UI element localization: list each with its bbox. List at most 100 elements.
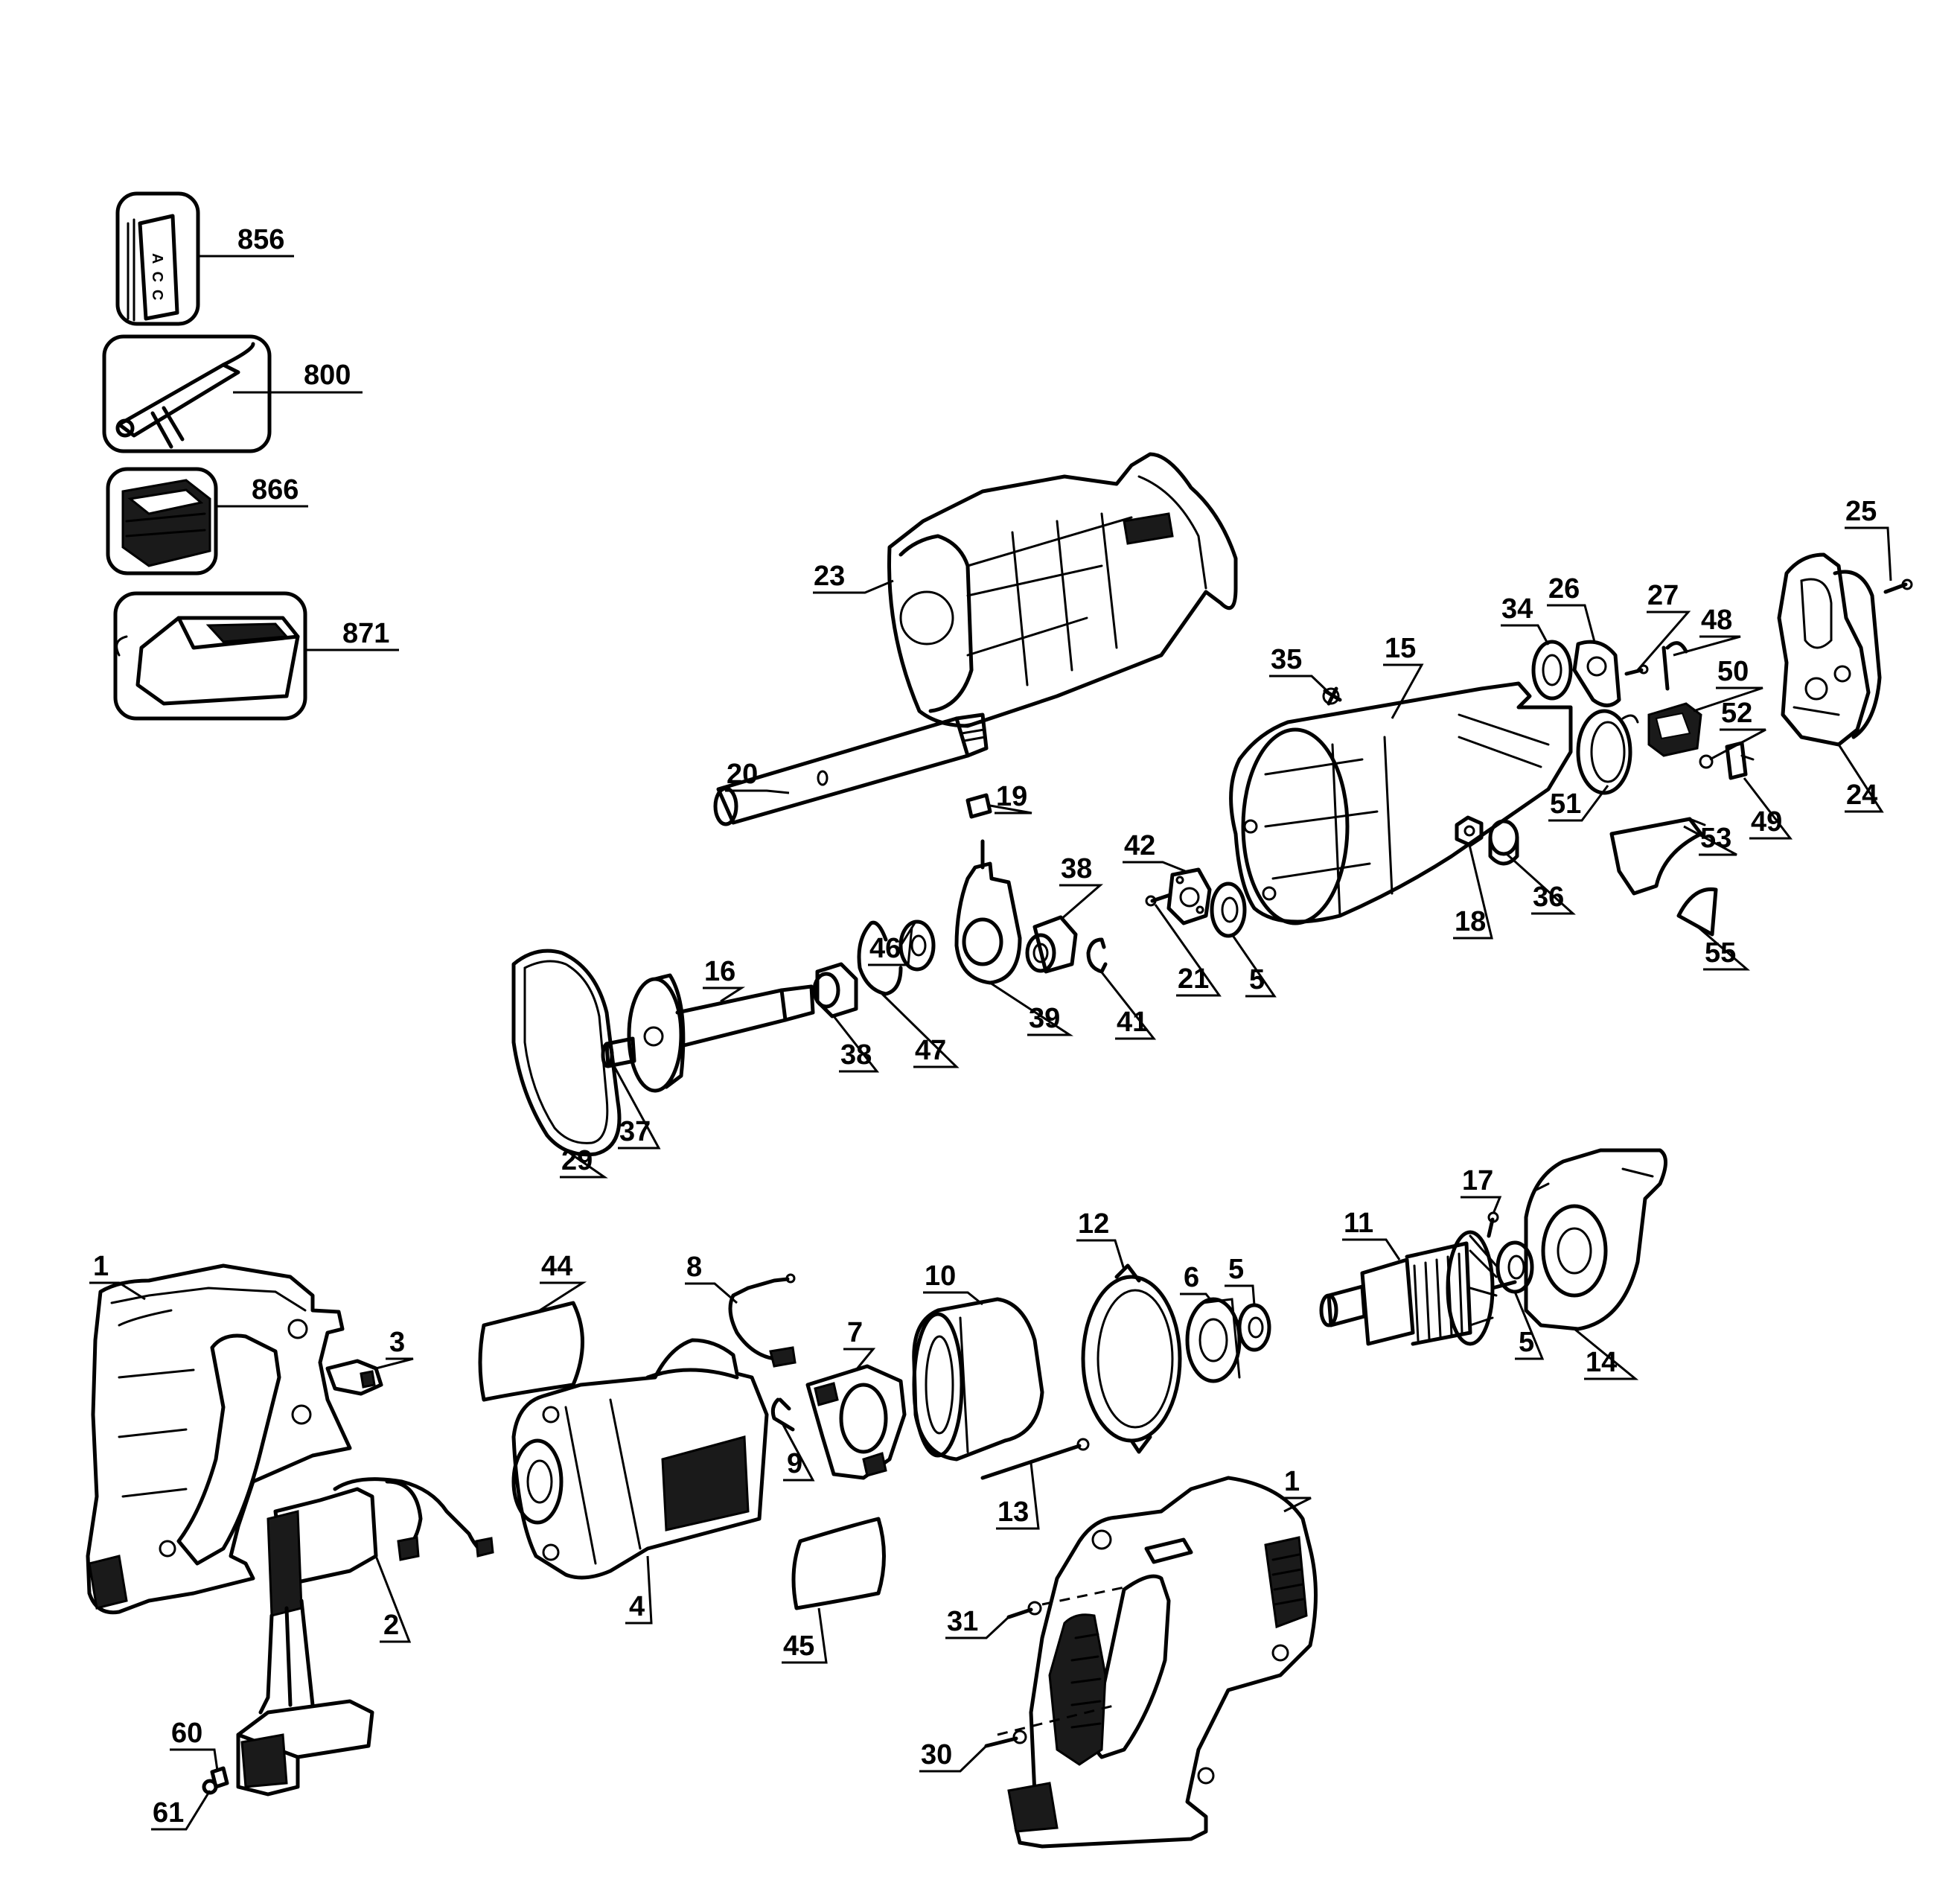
part-19-roller [965, 793, 992, 819]
callout-61: 61 [153, 1797, 184, 1829]
callout-856: 856 [237, 224, 284, 255]
callout-25: 25 [1845, 496, 1877, 527]
part-30-screw [984, 1703, 1117, 1748]
part-21-screw [1145, 893, 1172, 907]
part-14-end-cap [1524, 1148, 1667, 1331]
callout-47: 47 [915, 1035, 946, 1066]
part-44-label [478, 1301, 584, 1402]
callout-42: 42 [1124, 830, 1155, 861]
callout-31: 31 [947, 1606, 978, 1637]
callout-26: 26 [1548, 573, 1580, 605]
part-12-fan-baffle [1081, 1263, 1182, 1454]
part-23-gear-housing [887, 452, 1238, 728]
part-29-gasket [511, 949, 622, 1157]
callout-11: 11 [1344, 1208, 1373, 1239]
callout-50: 50 [1717, 656, 1749, 687]
part-5-bearing-a [1210, 882, 1247, 938]
callout-5c: 5 [1519, 1327, 1534, 1358]
callout-29: 29 [561, 1145, 593, 1176]
part-39-yoke [954, 839, 1022, 985]
inset-800 [102, 334, 272, 453]
part-1-handle-left [86, 1263, 352, 1615]
callout-8: 8 [686, 1252, 702, 1283]
callout-19: 19 [996, 781, 1027, 812]
part-2-switch [236, 1477, 494, 1797]
callout-30: 30 [921, 1739, 952, 1770]
inset-acc-text: ACC [149, 253, 165, 307]
callout-4: 4 [629, 1591, 645, 1622]
part-48-spring [1661, 641, 1688, 691]
callout-800: 800 [304, 360, 351, 391]
part-34-washer [1531, 640, 1573, 701]
callout-46: 46 [869, 933, 901, 964]
callout-9: 9 [787, 1448, 802, 1479]
callout-60: 60 [171, 1718, 202, 1749]
part-18-nut [1455, 815, 1484, 847]
part-45-label [791, 1517, 886, 1610]
part-31-screw [1006, 1584, 1132, 1619]
callout-24: 24 [1846, 780, 1877, 811]
part-51-spring [1576, 709, 1639, 795]
callout-3: 3 [389, 1327, 405, 1358]
part-13-screw [980, 1438, 1090, 1480]
callout-5b: 5 [1228, 1254, 1244, 1285]
callout-53: 53 [1700, 823, 1731, 854]
inset-856: ACC [115, 191, 200, 326]
callout-41: 41 [1117, 1007, 1148, 1038]
callout-20: 20 [727, 759, 758, 790]
callout-14: 14 [1586, 1347, 1617, 1378]
callout-35: 35 [1271, 644, 1302, 675]
callout-17: 17 [1462, 1165, 1493, 1196]
callout-5a: 5 [1249, 964, 1265, 995]
callout-16: 16 [704, 956, 735, 987]
callout-1a: 1 [93, 1251, 109, 1282]
part-41-clip [1086, 937, 1108, 974]
part-46-bearing [898, 919, 936, 972]
callout-37: 37 [619, 1116, 651, 1147]
part-25-screw [1883, 578, 1913, 594]
callout-55: 55 [1705, 937, 1736, 969]
callout-36: 36 [1533, 882, 1564, 913]
part-15-front-housing [1229, 681, 1573, 925]
part-52-ball [1699, 754, 1714, 769]
part-6-baffle [1185, 1297, 1242, 1383]
callout-39: 39 [1029, 1003, 1060, 1034]
part-7-brush-holder [805, 1364, 907, 1480]
part-24-blade-clamp [1777, 552, 1882, 747]
callout-23: 23 [814, 561, 845, 592]
callout-18: 18 [1455, 906, 1486, 937]
callout-48: 48 [1701, 605, 1732, 636]
callout-49: 49 [1751, 806, 1782, 838]
part-38-bearing-b [812, 962, 858, 1019]
callout-34: 34 [1501, 593, 1533, 625]
callout-38b: 38 [840, 1039, 872, 1071]
callout-13: 13 [997, 1496, 1029, 1528]
callout-871: 871 [342, 618, 389, 649]
inset-866 [106, 467, 218, 576]
part-5-bearing-b [1237, 1303, 1271, 1352]
callout-labels: 856 800 866 871 23 25 34 26 27 48 35 15 … [93, 224, 1877, 1829]
callout-866: 866 [252, 474, 299, 506]
part-10-field [912, 1297, 1044, 1461]
callout-51: 51 [1550, 788, 1581, 820]
part-42-bracket [1166, 867, 1212, 925]
part-11-armature [1319, 1230, 1517, 1346]
part-47-retaining-ring [857, 920, 903, 996]
part-3-switch-lever [325, 1359, 383, 1396]
part-20-spindle [713, 713, 989, 826]
part-36-bushing [1488, 819, 1519, 866]
callout-38a: 38 [1061, 853, 1092, 884]
part-16-wobble-shaft [627, 973, 815, 1093]
callout-52: 52 [1721, 698, 1752, 729]
inset-871 [113, 591, 307, 721]
part-27-pin [1624, 664, 1649, 676]
part-55-shield [1676, 887, 1718, 937]
callout-44: 44 [541, 1251, 572, 1282]
callout-12: 12 [1078, 1208, 1109, 1240]
callout-2: 2 [383, 1610, 399, 1641]
callout-21: 21 [1178, 963, 1209, 995]
part-53-cover [1609, 817, 1706, 896]
part-50-lever [1647, 702, 1702, 757]
part-1-handle-right [1007, 1476, 1318, 1849]
